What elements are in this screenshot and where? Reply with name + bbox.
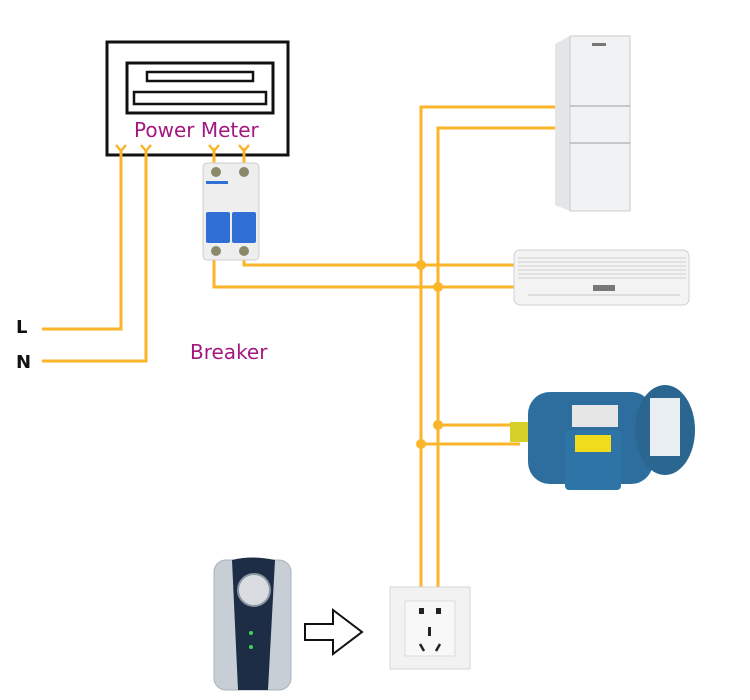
line-label: L: [16, 317, 28, 338]
wires: [42, 105, 558, 590]
terminals: [115, 144, 250, 153]
refrigerator: [555, 35, 631, 212]
wire-bus-2: [436, 126, 558, 590]
power-saver: [213, 557, 292, 691]
wire-breaker-out-1: [212, 258, 520, 289]
junctions: [416, 260, 443, 449]
wall-socket: [389, 586, 471, 670]
wire-bus-1: [419, 105, 558, 590]
wire-breaker-out-2: [242, 258, 520, 267]
power-meter: [105, 40, 290, 157]
power-meter-label: Power Meter: [134, 118, 259, 142]
electric-motor: [510, 385, 695, 490]
air-conditioner: [513, 249, 690, 306]
arrow-icon: [304, 607, 364, 657]
breaker: [202, 162, 260, 261]
wire-line-input: [42, 150, 123, 331]
neutral-label: N: [16, 352, 32, 373]
wire-neutral-input: [42, 150, 148, 363]
breaker-label: Breaker: [190, 340, 268, 364]
